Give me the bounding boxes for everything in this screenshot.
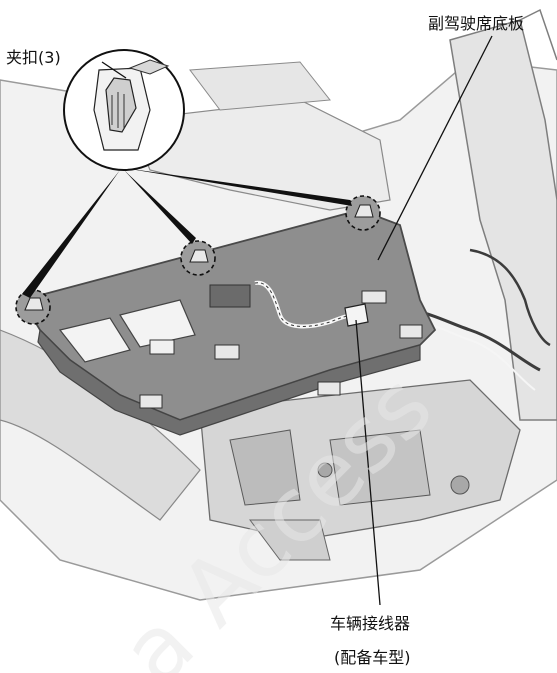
passenger-under-panel: [20, 209, 437, 436]
clip-label: 夹扣(3): [6, 48, 61, 68]
connector-label: 车辆接线器: [330, 614, 411, 633]
underbody-mechanism: [199, 379, 521, 561]
under-panel-label: 副驾驶席底板: [428, 14, 525, 33]
leader-lines: [101, 35, 493, 606]
connector-note: (配备车型): [334, 648, 411, 667]
detail-pointers: [22, 168, 352, 298]
vehicle-connector: [254, 280, 369, 329]
leader-connector: [355, 319, 381, 606]
clip-count: (3): [38, 48, 61, 67]
leader-clip: [101, 61, 127, 79]
clip-detail-zoom: [63, 49, 185, 171]
clip-label-text: 夹扣: [6, 48, 39, 67]
leader-under-panel: [377, 35, 493, 261]
